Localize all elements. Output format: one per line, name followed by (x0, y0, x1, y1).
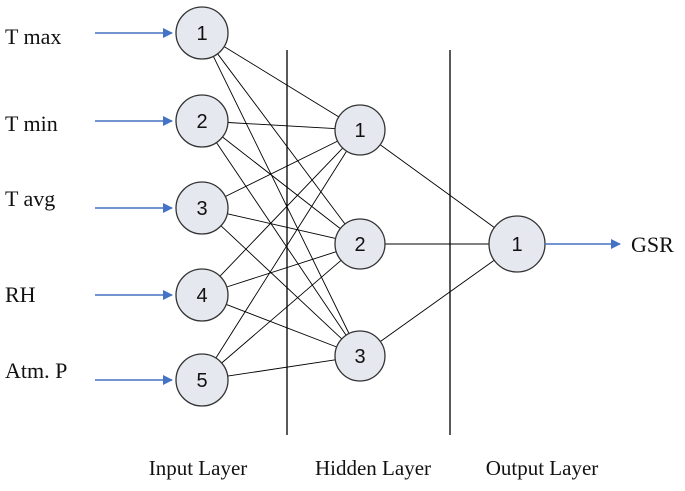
edge-input-4-hidden-1 (219, 147, 344, 277)
hidden-node-3: 3 (334, 330, 386, 382)
edge-input-5-hidden-1 (215, 150, 347, 359)
edge-hidden-3-output-1 (380, 259, 495, 342)
input-label: Atm. P (5, 358, 67, 383)
edge-input-1-hidden-2 (217, 53, 346, 225)
node-label: 3 (354, 346, 365, 368)
node-label: 1 (354, 120, 365, 142)
layer-label-input: Input Layer (149, 456, 248, 480)
edge-input-1-hidden-3 (212, 56, 350, 334)
edge-input-4-hidden-2 (226, 251, 337, 288)
input-label: RH (5, 282, 36, 307)
input-node-2: 2 (175, 94, 229, 148)
input-row-4: Atm. P (5, 358, 173, 385)
edge-input-5-hidden-2 (221, 259, 342, 364)
edge-input-2-hidden-3 (216, 142, 347, 336)
edge-input-5-hidden-3 (227, 359, 336, 377)
layer-label-hidden: Hidden Layer (315, 456, 431, 480)
edge-input-4-hidden-3 (226, 303, 337, 348)
edge-hidden-1-output-1 (379, 144, 495, 228)
input-label: T max (5, 24, 61, 49)
edge-input-3-hidden-2 (227, 213, 336, 239)
edge-input-1-hidden-1 (223, 46, 339, 118)
input-label: T min (5, 111, 58, 136)
input-label: T avg (5, 186, 55, 211)
hidden-node-2: 2 (334, 218, 386, 270)
node-label: 3 (196, 198, 207, 220)
input-row-3: RH (5, 282, 173, 307)
input-node-1: 1 (175, 6, 229, 60)
node-label: 2 (354, 234, 365, 256)
edge-input-2-hidden-1 (227, 122, 336, 130)
edge-input-3-hidden-1 (225, 140, 338, 197)
input-node-3: 3 (175, 181, 229, 235)
node-label: 2 (196, 111, 207, 133)
hidden-node-1: 1 (334, 104, 386, 156)
edge-input-3-hidden-3 (220, 225, 343, 340)
connections (212, 46, 495, 377)
layer-label-output: Output Layer (486, 456, 599, 480)
input-node-4: 4 (175, 268, 229, 322)
input-row-1: T min (5, 111, 173, 136)
node-label: 5 (196, 370, 207, 392)
node-label: 1 (196, 23, 207, 45)
node-label: 1 (511, 234, 522, 256)
input-node-5: 5 (175, 353, 229, 407)
output-node-1: 1 (488, 215, 546, 273)
output-label: GSR (631, 232, 674, 257)
node-label: 4 (196, 285, 207, 307)
edge-input-2-hidden-2 (222, 136, 341, 229)
input-row-2: T avg (5, 186, 173, 213)
input-row-0: T max (5, 24, 173, 49)
